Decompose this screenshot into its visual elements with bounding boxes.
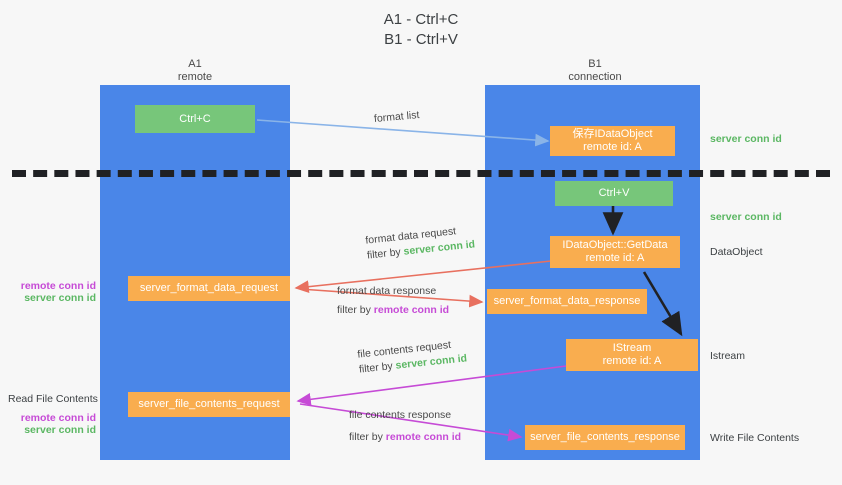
filter-prefix: filter by: [337, 304, 374, 316]
filter-value-remote-conn-id: remote conn id: [385, 431, 462, 443]
edge-label-format-data-response-filter: filter by remote conn id: [337, 303, 449, 318]
edge-label-file-contents-response: file contents response filter by remote …: [349, 408, 461, 445]
edge-label-format-data-response-title: format data response: [337, 285, 437, 297]
node-server-format-data-response[interactable]: server_format_data_response: [487, 289, 647, 314]
node-server-file-contents-request[interactable]: server_file_contents_request: [128, 392, 290, 417]
column-header-b1: B1 connection: [568, 58, 622, 83]
edge-label-file-contents-response-title: file contents response: [349, 409, 452, 421]
filter-value-remote-conn-id: remote conn id: [373, 304, 450, 316]
phase-separator-line: [12, 170, 830, 177]
node-idataobject-new[interactable]: 保存IDataObject remote id: A: [550, 126, 675, 156]
annotation-server-conn-id-mid: server conn id: [710, 211, 782, 223]
node-ctrl-v[interactable]: Ctrl+V: [555, 181, 673, 206]
annotation-server-conn-id-1: server conn id: [24, 292, 96, 304]
node-server-file-contents-response[interactable]: server_file_contents_response: [525, 425, 685, 450]
filter-prefix: filter by: [366, 245, 405, 262]
annotation-server-conn-id-2: server conn id: [24, 424, 96, 436]
node-istream[interactable]: IStream remote id: A: [566, 339, 698, 371]
filter-prefix: filter by: [358, 359, 397, 376]
annotation-istream: Istream: [710, 350, 746, 362]
node-ctrl-c[interactable]: Ctrl+C: [135, 105, 255, 133]
node-server-format-data-request[interactable]: server_format_data_request: [128, 276, 290, 301]
edge-label-format-data-response: format data response filter by remote co…: [337, 284, 449, 318]
filter-prefix: filter by: [349, 431, 386, 443]
diagram-title: A1 - Ctrl+C B1 - Ctrl+V: [383, 11, 459, 48]
annotation-write-file-contents: Write File Contents: [710, 432, 800, 444]
edge-label-file-contents-response-filter: filter by remote conn id: [349, 430, 461, 445]
annotation-read-file-contents: Read File Contents: [8, 393, 98, 405]
annotation-dataobject: DataObject: [710, 246, 763, 258]
edge-label-file-contents-request: file contents request filter by server c…: [357, 336, 468, 377]
column-header-a1: A1 remote: [177, 58, 213, 83]
annotation-remote-conn-id-2: remote conn id: [20, 412, 96, 424]
annotation-server-conn-id-top: server conn id: [710, 133, 782, 145]
edge-label-format-data-request: format data request filter by server con…: [365, 222, 476, 263]
node-idataobject-getdata[interactable]: IDataObject::GetData remote id: A: [550, 236, 680, 268]
annotation-remote-conn-id-1: remote conn id: [20, 280, 96, 292]
edge-label-format-list: format list: [373, 109, 420, 125]
